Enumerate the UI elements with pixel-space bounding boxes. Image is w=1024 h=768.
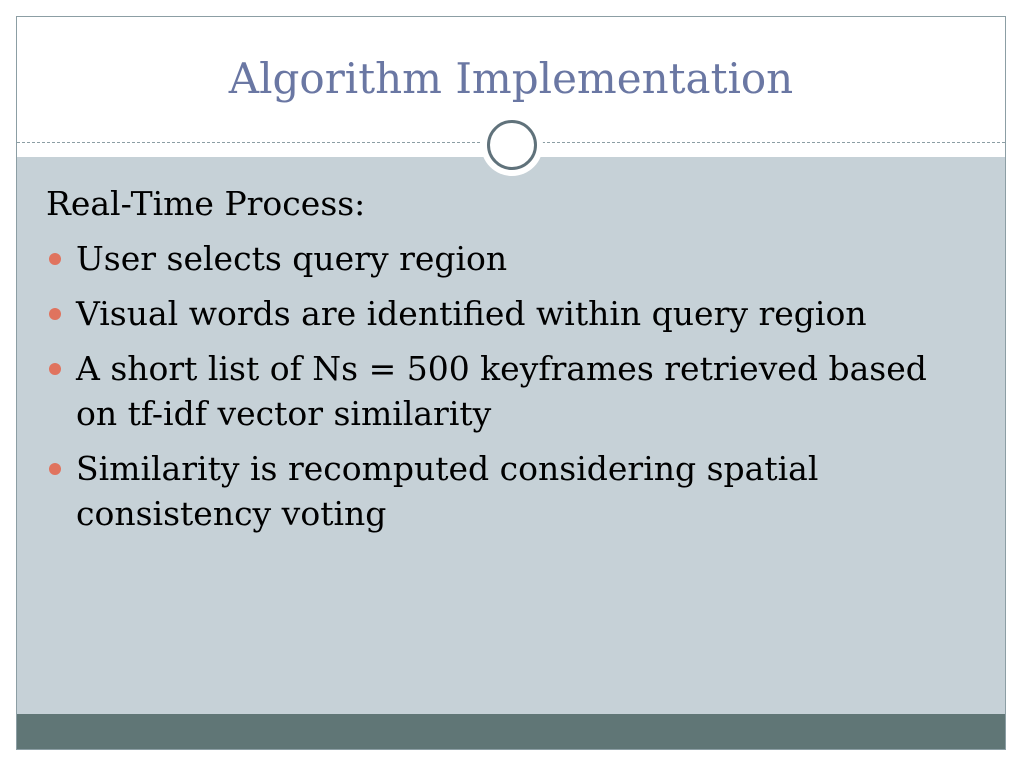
bullet-text: Similarity is recomputed considering spa…	[76, 449, 819, 533]
bullet-text: A short list of Ns = 500 keyframes retri…	[76, 349, 927, 433]
content-area	[17, 157, 1005, 716]
section-heading: Real-Time Process:	[46, 184, 366, 223]
bullet-dot-icon	[49, 363, 61, 375]
slide-title: Algorithm Implementation	[228, 54, 794, 103]
list-item: User selects query region	[46, 236, 976, 281]
bullet-dot-icon	[49, 253, 61, 265]
bullet-text: Visual words are identified within query…	[76, 294, 867, 333]
slide: Algorithm Implementation Real-Time Proce…	[16, 16, 1006, 750]
slide-body: Real-Time Process: User selects query re…	[46, 181, 986, 546]
list-item: A short list of Ns = 500 keyframes retri…	[46, 346, 976, 436]
circle-ornament-icon	[481, 114, 543, 176]
bullet-dot-icon	[49, 308, 61, 320]
list-item: Similarity is recomputed considering spa…	[46, 446, 976, 536]
bullet-list: User selects query region Visual words a…	[46, 236, 986, 536]
list-item: Visual words are identified within query…	[46, 291, 976, 336]
circle-ring-icon	[487, 120, 537, 170]
bullet-text: User selects query region	[76, 239, 508, 278]
bullet-dot-icon	[49, 463, 61, 475]
footer-bar	[17, 714, 1005, 749]
